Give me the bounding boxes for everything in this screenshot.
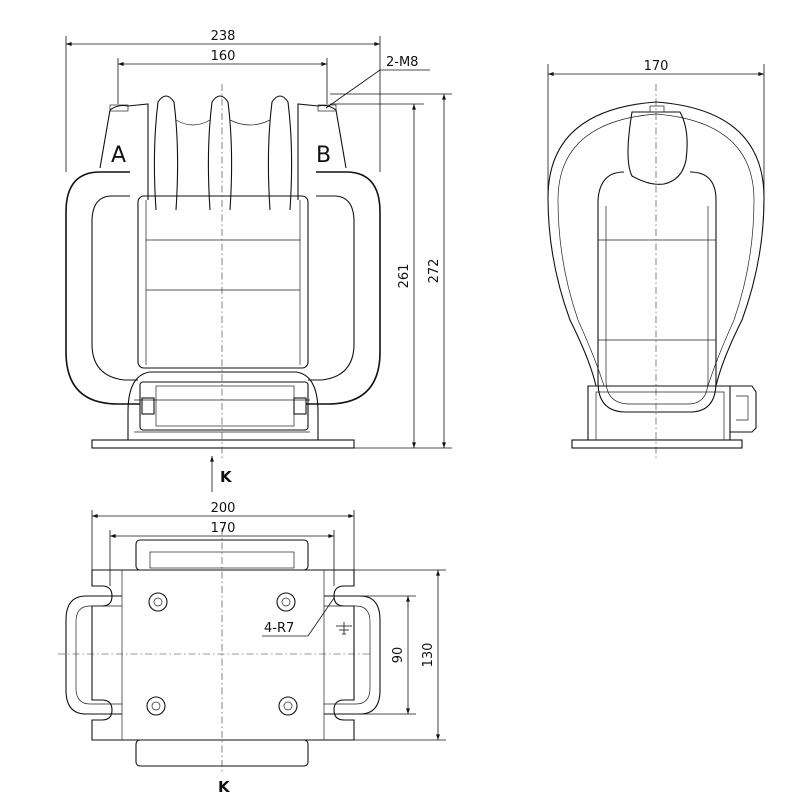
dim-bolt-spacing: 170 [211, 521, 236, 536]
dim-corner-radius: 4-R7 [264, 621, 294, 636]
mounting-hole [276, 592, 296, 612]
dim-height-overall: 272 [427, 259, 442, 284]
mounting-hole [148, 592, 168, 612]
view-arrow-label: K [220, 468, 233, 486]
front-view: A B K [65, 84, 381, 492]
dim-side-width: 170 [644, 59, 669, 74]
dim-height-inner: 261 [397, 264, 412, 289]
dim-hole-spacing: 90 [391, 647, 406, 664]
mounting-hole [146, 696, 166, 716]
terminal-a-label: A [111, 143, 126, 168]
side-dimensions: 170 [547, 59, 765, 198]
mounting-hole [278, 696, 298, 716]
view-title-label: K [218, 778, 231, 796]
bottom-view: K [58, 528, 381, 796]
dim-terminal-spacing: 160 [211, 49, 236, 64]
dim-base-width: 200 [211, 501, 236, 516]
front-dimensions: 238 160 2-M8 261 272 [65, 29, 452, 449]
ground-icon [336, 622, 352, 635]
terminal-b-label: B [316, 143, 331, 168]
dim-overall-width: 238 [211, 29, 236, 44]
side-view [547, 84, 765, 460]
bottom-dimensions: 200 170 4-R7 90 130 [91, 501, 446, 741]
dim-base-depth: 130 [421, 643, 436, 668]
dim-terminal-thread: 2-M8 [386, 55, 418, 70]
